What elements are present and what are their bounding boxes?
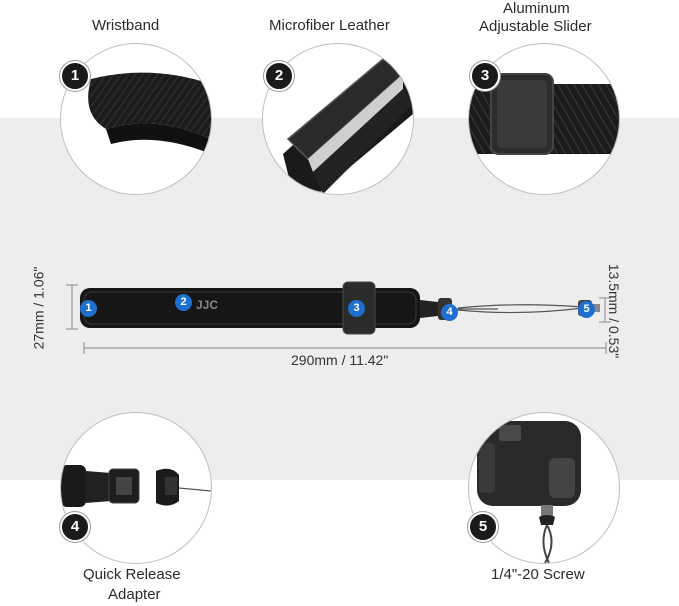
label-adjustable-slider: Adjustable Slider — [479, 18, 592, 35]
strap-badge-1: 1 — [80, 300, 97, 317]
label-wristband: Wristband — [92, 17, 160, 34]
length-dimension-line — [83, 342, 607, 354]
label-aluminum: Aluminum — [503, 0, 570, 17]
strap-badge-5: 5 — [578, 301, 595, 318]
height-dimension-text: 27mm / 1.06" — [30, 266, 47, 350]
strap-badge-4: 4 — [441, 304, 458, 321]
badge-4: 4 — [60, 512, 90, 542]
quick-release-detail-circle — [60, 412, 212, 564]
length-dimension-text: 290mm / 11.42" — [291, 352, 389, 368]
screw-detail-circle — [468, 412, 620, 564]
strap-logo: JJC — [196, 298, 219, 312]
slider-detail-circle — [468, 43, 620, 195]
label-screw: 1/4"-20 Screw — [491, 566, 585, 583]
badge-1: 1 — [60, 61, 90, 91]
quick-release-detail-image — [61, 465, 211, 507]
strap-badge-2: 2 — [175, 294, 192, 311]
leather-detail-image — [283, 58, 413, 194]
height-dimension-line — [66, 284, 78, 330]
badge-5: 5 — [468, 512, 498, 542]
wristband-detail-image — [88, 72, 211, 154]
screw-detail-image — [477, 421, 581, 563]
badge-3: 3 — [470, 61, 500, 91]
label-quick-release: Quick Release — [83, 566, 181, 583]
badge-2: 2 — [264, 61, 294, 91]
slider-detail-image — [469, 73, 619, 155]
cord-dimension-line — [599, 297, 611, 323]
label-adapter: Adapter — [108, 586, 161, 603]
cord-dimension-text: 13.5mm / 0.53" — [606, 263, 623, 359]
strap-badge-3: 3 — [348, 300, 365, 317]
label-microfiber-leather: Microfiber Leather — [269, 17, 390, 34]
